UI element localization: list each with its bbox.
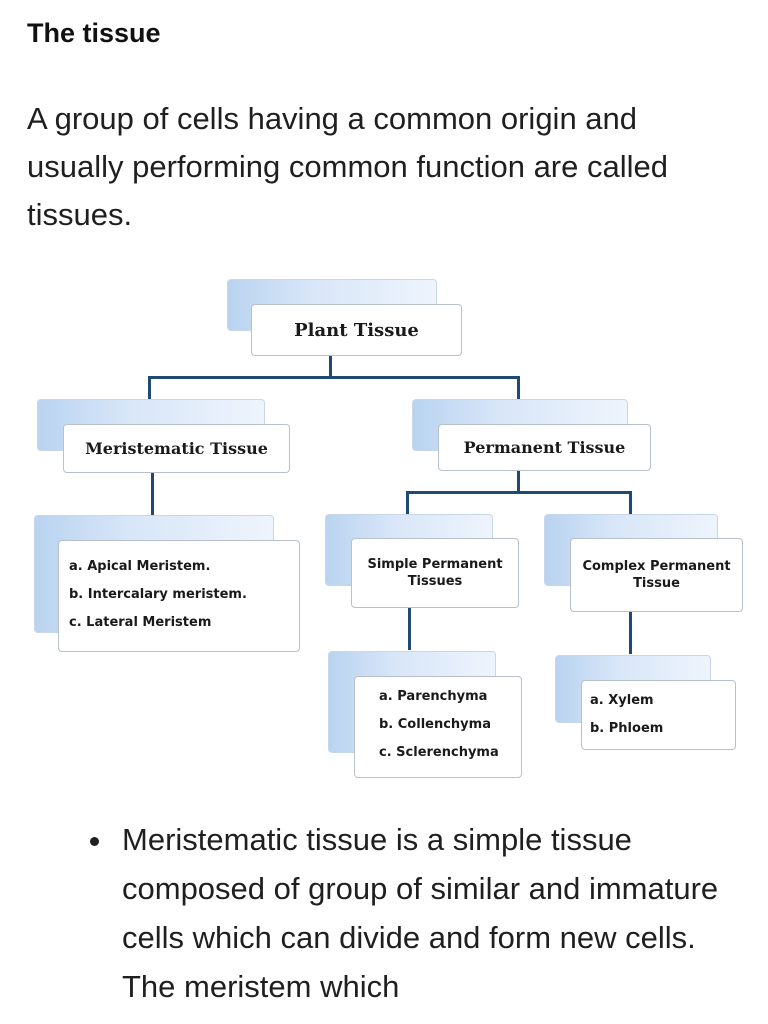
- connector-level2-horizontal: [406, 491, 632, 494]
- meristematic-label: Meristematic Tissue: [85, 439, 268, 458]
- section-heading: The tissue: [27, 18, 161, 48]
- bullet-text: Meristematic tissue is a simple tissue c…: [122, 822, 719, 1004]
- connector-root-down: [329, 356, 332, 378]
- complex-box-shadow: [544, 514, 718, 586]
- list-item: c. Sclerenchyma: [379, 745, 499, 760]
- connector-to-complex: [629, 491, 632, 515]
- meristematic-list: a. Apical Meristem. b. Intercalary meris…: [69, 553, 247, 637]
- complex-list: a. Xylem b. Phloem: [590, 687, 663, 743]
- connector-to-permanent: [517, 376, 520, 400]
- list-item: a. Xylem: [590, 693, 654, 708]
- permanent-label: Permanent Tissue: [463, 438, 626, 457]
- connector-complex-down: [629, 612, 632, 654]
- complex-list-shadow: [555, 655, 711, 723]
- root-box-shadow: [227, 279, 437, 331]
- complex-label: Complex Permanent Tissue: [582, 559, 731, 591]
- connector-to-meristematic: [148, 376, 151, 400]
- root-box: Plant Tissue: [251, 304, 462, 356]
- connector-to-simple: [406, 491, 409, 515]
- list-item: b. Collenchyma: [379, 717, 491, 732]
- list-item: a. Apical Meristem.: [69, 559, 211, 574]
- bullet-list: Meristematic tissue is a simple tissue c…: [90, 815, 730, 1011]
- intro-paragraph: A group of cells having a common origin …: [27, 101, 668, 232]
- simple-box: Simple Permanent Tissues: [351, 538, 519, 608]
- meristematic-box-shadow: [37, 399, 265, 451]
- complex-list-box: a. Xylem b. Phloem: [581, 680, 736, 750]
- simple-label: Simple Permanent Tissues: [367, 557, 503, 589]
- list-item: b. Phloem: [590, 721, 664, 736]
- meristematic-box: Meristematic Tissue: [63, 424, 290, 473]
- meristematic-list-box: a. Apical Meristem. b. Intercalary meris…: [58, 540, 300, 652]
- meristematic-list-shadow: [34, 515, 274, 633]
- connector-level1-horizontal: [148, 376, 520, 379]
- simple-list: a. Parenchyma b. Collenchyma c. Sclerenc…: [379, 683, 499, 767]
- bullet-icon: [90, 837, 99, 846]
- connector-meristematic-down: [151, 473, 154, 515]
- root-label: Plant Tissue: [294, 319, 419, 341]
- simple-list-shadow: [328, 651, 496, 753]
- simple-box-shadow: [325, 514, 493, 586]
- simple-list-box: a. Parenchyma b. Collenchyma c. Sclerenc…: [354, 676, 522, 778]
- permanent-box: Permanent Tissue: [438, 424, 651, 471]
- list-item: b. Intercalary meristem.: [69, 587, 247, 602]
- list-item: c. Lateral Meristem: [69, 615, 212, 630]
- permanent-box-shadow: [412, 399, 628, 451]
- list-item: a. Parenchyma: [379, 689, 488, 704]
- complex-box: Complex Permanent Tissue: [570, 538, 743, 612]
- connector-permanent-down: [517, 471, 520, 493]
- connector-simple-down: [408, 608, 411, 650]
